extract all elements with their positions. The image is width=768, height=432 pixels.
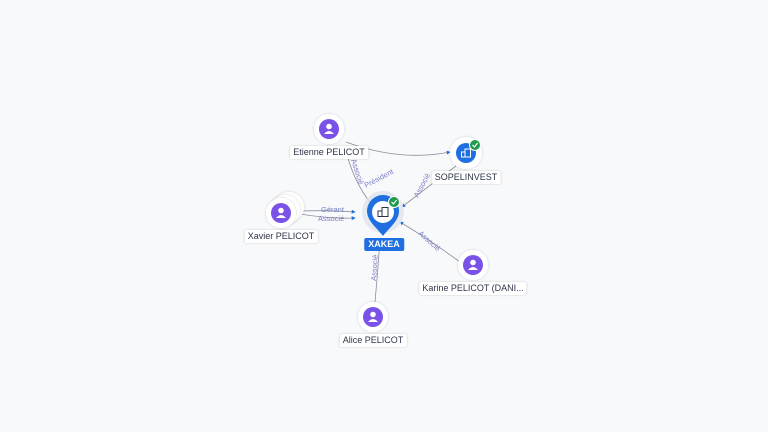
node-label-etienne[interactable]: Etienne PELICOT	[290, 146, 368, 159]
building-icon	[377, 207, 389, 217]
edge-label-alice-xakea: Associé	[369, 254, 380, 281]
verified-icon	[469, 139, 481, 151]
edge-label-sopelinvest-xakea: Associé	[412, 172, 432, 199]
edge-xavier-xakea-1[interactable]	[299, 209, 356, 214]
node-karine[interactable]	[458, 250, 488, 280]
edge-xavier-xakea-2[interactable]	[299, 213, 356, 221]
node-label-xakea[interactable]: XAKEA	[364, 238, 404, 251]
node-label-alice[interactable]: Alice PELICOT	[339, 334, 407, 347]
node-label-sopelinvest[interactable]: SOPELINVEST	[431, 171, 501, 184]
node-alice[interactable]	[358, 302, 388, 332]
node-xakea[interactable]	[362, 191, 404, 236]
edge-etienne-sopelinvest[interactable]	[345, 141, 451, 156]
edge-label-xavier-xakea-2: Associé	[318, 214, 344, 223]
edge-label-etienne-sopelinvest: Président	[363, 167, 396, 190]
verified-icon	[388, 196, 400, 208]
node-etienne[interactable]	[314, 114, 344, 144]
node-label-karine[interactable]: Karine PELICOT (DANI...	[419, 282, 527, 295]
edge-label-karine-xakea: Associé	[417, 229, 443, 253]
node-sopelinvest[interactable]	[450, 137, 482, 169]
edge-karine-xakea[interactable]	[399, 221, 461, 263]
node-label-xavier[interactable]: Xavier PELICOT	[244, 230, 318, 243]
edge-label-xavier-xakea-1: Gérant	[321, 205, 345, 214]
node-xavier[interactable]	[266, 192, 304, 228]
edge-sopelinvest-xakea[interactable]	[401, 165, 457, 208]
